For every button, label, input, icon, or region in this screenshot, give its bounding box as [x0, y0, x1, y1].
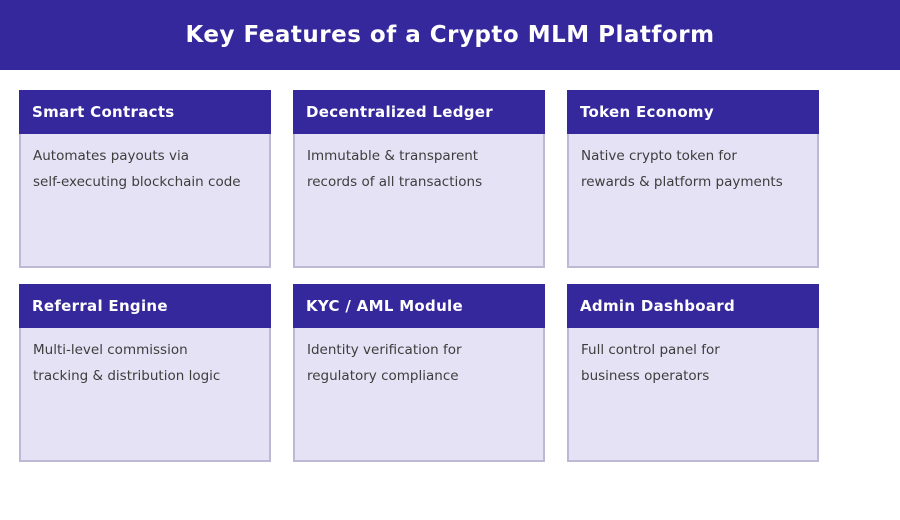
card-body: Native crypto token for rewards & platfo… [567, 134, 819, 268]
feature-card-token-economy: Token Economy Native crypto token for re… [567, 90, 819, 268]
card-header: Referral Engine [19, 284, 271, 328]
feature-card-referral-engine: Referral Engine Multi-level commission t… [19, 284, 271, 462]
card-description-line: Identity verification for [307, 342, 462, 358]
feature-card-kyc-aml-module: KYC / AML Module Identity verification f… [293, 284, 545, 462]
feature-card-admin-dashboard: Admin Dashboard Full control panel for b… [567, 284, 819, 462]
card-title: Smart Contracts [32, 103, 175, 121]
feature-card-decentralized-ledger: Decentralized Ledger Immutable & transpa… [293, 90, 545, 268]
card-title: KYC / AML Module [306, 297, 463, 315]
page-banner: Key Features of a Crypto MLM Platform [0, 0, 900, 70]
card-title: Referral Engine [32, 297, 168, 315]
card-description-line: rewards & platform payments [581, 174, 783, 190]
card-body: Multi-level commission tracking & distri… [19, 328, 271, 462]
card-header: Decentralized Ledger [293, 90, 545, 134]
card-title: Decentralized Ledger [306, 103, 493, 121]
page-title: Key Features of a Crypto MLM Platform [185, 22, 715, 48]
card-description-line: Automates payouts via [33, 148, 189, 164]
card-body: Automates payouts via self-executing blo… [19, 134, 271, 268]
card-title: Admin Dashboard [580, 297, 735, 315]
card-body: Full control panel for business operator… [567, 328, 819, 462]
card-header: Token Economy [567, 90, 819, 134]
feature-card-smart-contracts: Smart Contracts Automates payouts via se… [19, 90, 271, 268]
card-description-line: Multi-level commission [33, 342, 188, 358]
card-description-line: self-executing blockchain code [33, 174, 241, 190]
card-title: Token Economy [580, 103, 714, 121]
feature-card-grid: Smart Contracts Automates payouts via se… [19, 90, 819, 462]
card-description-line: records of all transactions [307, 174, 483, 190]
card-description-line: business operators [581, 368, 710, 384]
card-body: Immutable & transparent records of all t… [293, 134, 545, 268]
card-header: Smart Contracts [19, 90, 271, 134]
card-description-line: tracking & distribution logic [33, 368, 221, 384]
card-header: Admin Dashboard [567, 284, 819, 328]
card-body: Identity verification for regulatory com… [293, 328, 545, 462]
card-description-line: Full control panel for [581, 342, 720, 358]
card-description-line: Native crypto token for [581, 148, 737, 164]
card-description-line: regulatory compliance [307, 368, 459, 384]
card-description-line: Immutable & transparent [307, 148, 479, 164]
card-header: KYC / AML Module [293, 284, 545, 328]
